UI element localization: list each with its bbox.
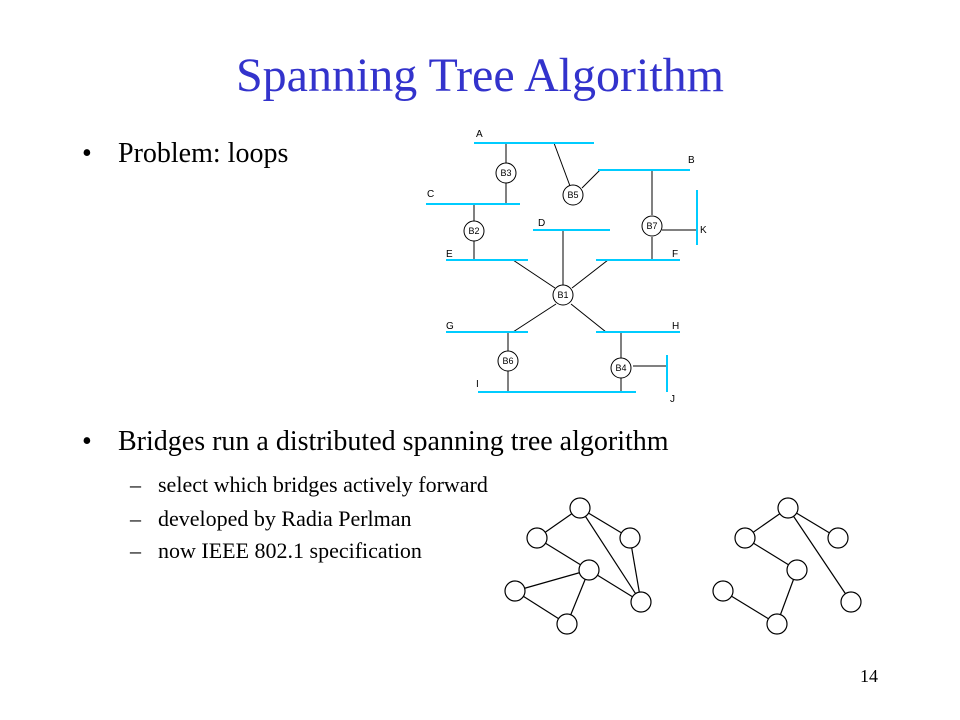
tree-node (734, 527, 756, 549)
segment-labels: A B C D E F G H I J K (427, 129, 707, 405)
bridge-b4: B4 (610, 357, 632, 379)
graph-node (630, 591, 652, 613)
edge (514, 569, 590, 592)
bridge-b6: B6 (497, 350, 519, 372)
bullet-dot: • (82, 138, 92, 169)
segment-label-b: B (688, 155, 695, 166)
bullet-bridges: • Bridges run a distributed spanning tree… (82, 428, 669, 456)
bullet-problem: • Problem: loops (82, 140, 288, 168)
bridge-links (473, 142, 697, 392)
dash: – (130, 506, 141, 531)
link-a-b5 (553, 142, 571, 187)
segment-label-j: J (670, 394, 675, 405)
bridge-b1: B1 (552, 284, 574, 306)
tree-node (777, 497, 799, 519)
network-diagram: A B C D E F G H I J K B3 B5 (426, 129, 707, 405)
subbullet-text: select which bridges actively forward (158, 472, 488, 497)
lan-segments (426, 142, 698, 393)
bridge-label-b5: B5 (567, 190, 578, 200)
graph-with-loops (504, 497, 652, 635)
link-f-b1 (571, 259, 609, 289)
edge (579, 507, 642, 603)
dash: – (130, 538, 141, 563)
segment-label-f: F (672, 249, 678, 260)
subbullet-developed: –developed by Radia Perlman (130, 508, 412, 530)
subbullet-select: –select which bridges actively forward (130, 474, 488, 496)
page-number: 14 (860, 666, 878, 686)
segment-label-i: I (476, 379, 479, 390)
link-b5-b (581, 169, 601, 189)
bridge-label-b3: B3 (500, 168, 511, 178)
segment-label-g: G (446, 321, 454, 332)
tree-node (766, 613, 788, 635)
link-h-b1 (570, 303, 607, 333)
tree-node (840, 591, 862, 613)
segment-label-h: H (672, 321, 679, 332)
bullet-text: Bridges run a distributed spanning tree … (118, 426, 669, 457)
subbullet-text: developed by Radia Perlman (158, 506, 412, 531)
link-g-b1 (512, 303, 557, 333)
bridge-label-b1: B1 (557, 290, 568, 300)
bullet-dot: • (82, 426, 92, 457)
graph-node (619, 527, 641, 549)
segment-label-k: K (700, 225, 707, 236)
segment-label-d: D (538, 218, 545, 229)
graph-node (578, 559, 600, 581)
graph-node (569, 497, 591, 519)
tree-node (712, 580, 734, 602)
edge (787, 507, 852, 603)
slide-title: Spanning Tree Algorithm (235, 49, 725, 102)
subbullet-ieee: –now IEEE 802.1 specification (130, 540, 422, 562)
graph-node (504, 580, 526, 602)
dash: – (130, 472, 141, 497)
bullet-text: Problem: loops (118, 138, 289, 169)
bridge-label-b4: B4 (615, 363, 626, 373)
spanning-tree-graph (712, 497, 862, 635)
bridge-b3: B3 (495, 162, 517, 184)
segment-label-a: A (476, 129, 483, 140)
link-e-b1 (512, 259, 556, 289)
tree-node (786, 559, 808, 581)
edge (629, 537, 642, 603)
bridge-label-b7: B7 (646, 221, 657, 231)
graph-node (526, 527, 548, 549)
bridge-b7: B7 (641, 215, 663, 237)
bridge-label-b6: B6 (502, 356, 513, 366)
bridge-b2: B2 (463, 220, 485, 242)
segment-label-c: C (427, 189, 434, 200)
bridge-label-b2: B2 (468, 226, 479, 236)
subbullet-text: now IEEE 802.1 specification (158, 538, 422, 563)
bridges: B3 B5 B7 B2 B1 (463, 162, 663, 379)
graph-node (556, 613, 578, 635)
bridge-b5: B5 (562, 184, 584, 206)
segment-label-e: E (446, 249, 453, 260)
tree-node (827, 527, 849, 549)
